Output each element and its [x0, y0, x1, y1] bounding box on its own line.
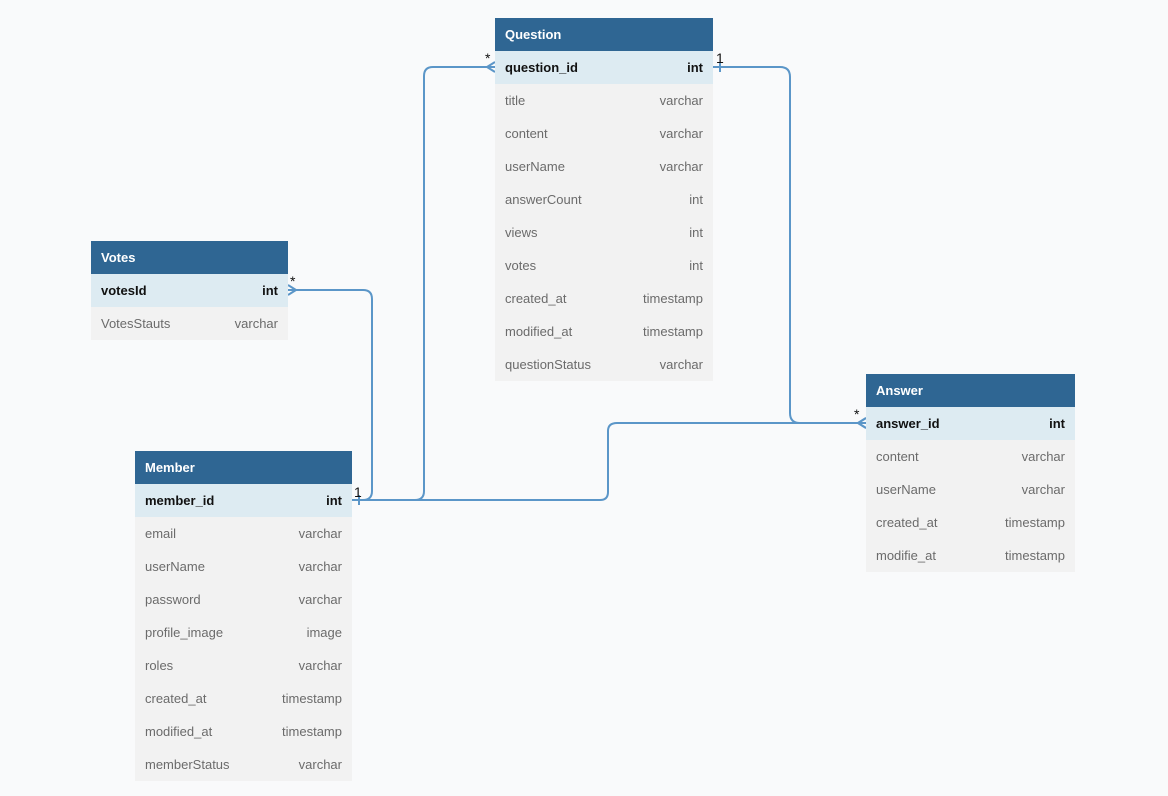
column-type: int — [687, 60, 703, 75]
question-column-row[interactable]: votes int — [495, 249, 713, 282]
column-name: answer_id — [876, 416, 940, 431]
column-type: timestamp — [1005, 515, 1065, 530]
column-type: timestamp — [643, 291, 703, 306]
column-name: answerCount — [505, 192, 582, 207]
column-name: questionStatus — [505, 357, 592, 372]
column-name: roles — [145, 658, 174, 673]
column-name: modified_at — [145, 724, 213, 739]
question-column-row[interactable]: userName varchar — [495, 150, 713, 183]
column-name: created_at — [876, 515, 938, 530]
question-column-row[interactable]: created_at timestamp — [495, 282, 713, 315]
cardinality-label: * — [854, 406, 860, 422]
answer-column-row[interactable]: created_at timestamp — [866, 506, 1075, 539]
column-name: VotesStauts — [101, 316, 171, 331]
column-name: modified_at — [505, 324, 573, 339]
cardinality-label: * — [290, 273, 296, 289]
votes-column-row[interactable]: VotesStauts varchar — [91, 307, 288, 340]
column-name: modifie_at — [876, 548, 936, 563]
member-column-row[interactable]: email varchar — [135, 517, 352, 550]
member-column-row[interactable]: modified_at timestamp — [135, 715, 352, 748]
question-column-row[interactable]: questionStatus varchar — [495, 348, 713, 381]
column-type: varchar — [298, 757, 342, 772]
column-name: title — [505, 93, 526, 108]
cardinality-label: 1 — [354, 484, 362, 500]
column-type: timestamp — [282, 724, 342, 739]
votes-table-title[interactable]: Votes — [91, 241, 288, 274]
column-type: varchar — [298, 592, 342, 607]
cardinality-label: * — [485, 50, 491, 66]
votes-column-row[interactable]: votesId int — [91, 274, 288, 307]
member-column-row[interactable]: profile_image image — [135, 616, 352, 649]
column-name: question_id — [505, 60, 578, 75]
relationship-line-member-question[interactable] — [352, 66, 495, 501]
answer-column-row[interactable]: answer_id int — [866, 407, 1075, 440]
column-type: timestamp — [282, 691, 342, 706]
member-table[interactable]: Member member_id int email varchar userName va… — [135, 451, 352, 781]
column-name: userName — [876, 482, 936, 497]
column-type: varchar — [234, 316, 278, 331]
relationship-line-member-answer[interactable] — [352, 422, 866, 501]
column-name: member_id — [145, 493, 215, 508]
column-name: content — [876, 449, 919, 464]
column-name: userName — [145, 559, 205, 574]
column-type: varchar — [1021, 482, 1065, 497]
column-type: int — [262, 283, 278, 298]
column-type: int — [689, 225, 703, 240]
column-type: varchar — [298, 559, 342, 574]
answer-column-row[interactable]: content varchar — [866, 440, 1075, 473]
column-type: int — [689, 192, 703, 207]
column-name: views — [505, 225, 538, 240]
question-column-row[interactable]: content varchar — [495, 117, 713, 150]
column-name: profile_image — [145, 625, 224, 640]
answer-column-row[interactable]: userName varchar — [866, 473, 1075, 506]
column-type: int — [1049, 416, 1065, 431]
column-name: userName — [505, 159, 565, 174]
column-type: timestamp — [643, 324, 703, 339]
relationship-line-question-answer[interactable] — [713, 66, 866, 424]
member-column-row[interactable]: password varchar — [135, 583, 352, 616]
column-name: password — [145, 592, 201, 607]
column-type: varchar — [298, 658, 342, 673]
question-table-title[interactable]: Question — [495, 18, 713, 51]
column-name: email — [145, 526, 177, 541]
column-type: image — [306, 625, 342, 640]
column-name: votesId — [101, 283, 147, 298]
answer-column-row[interactable]: modifie_at timestamp — [866, 539, 1075, 572]
column-type: varchar — [1021, 449, 1065, 464]
column-type: varchar — [298, 526, 342, 541]
question-column-row[interactable]: question_id int — [495, 51, 713, 84]
question-column-row[interactable]: title varchar — [495, 84, 713, 117]
column-name: votes — [505, 258, 537, 273]
column-type: int — [689, 258, 703, 273]
column-type: varchar — [659, 159, 703, 174]
member-table-title[interactable]: Member — [135, 451, 352, 484]
member-column-row[interactable]: created_at timestamp — [135, 682, 352, 715]
column-type: varchar — [659, 357, 703, 372]
question-column-row[interactable]: modified_at timestamp — [495, 315, 713, 348]
member-column-row[interactable]: member_id int — [135, 484, 352, 517]
question-column-row[interactable]: views int — [495, 216, 713, 249]
column-name: created_at — [505, 291, 567, 306]
member-column-row[interactable]: roles varchar — [135, 649, 352, 682]
answer-table-title[interactable]: Answer — [866, 374, 1075, 407]
cardinality-label: 1 — [716, 50, 724, 66]
column-type: varchar — [659, 126, 703, 141]
member-column-row[interactable]: memberStatus varchar — [135, 748, 352, 781]
column-name: content — [505, 126, 548, 141]
question-column-row[interactable]: answerCount int — [495, 183, 713, 216]
column-name: memberStatus — [145, 757, 230, 772]
column-type: timestamp — [1005, 548, 1065, 563]
column-name: created_at — [145, 691, 207, 706]
column-type: int — [326, 493, 342, 508]
member-column-row[interactable]: userName varchar — [135, 550, 352, 583]
column-type: varchar — [659, 93, 703, 108]
